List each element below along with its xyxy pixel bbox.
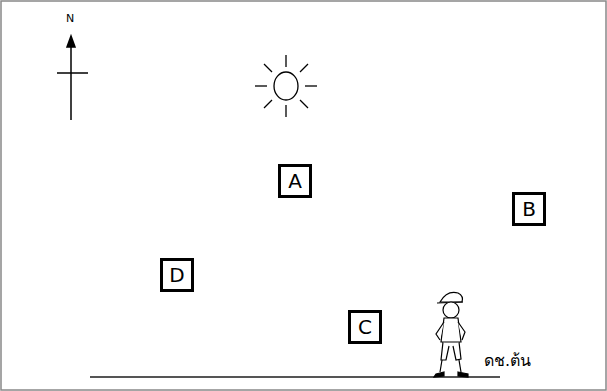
person-name: ดช.ต้น bbox=[484, 348, 531, 373]
boy-figure bbox=[434, 292, 468, 377]
letter-box: C bbox=[348, 310, 382, 344]
box-letter: B bbox=[522, 199, 536, 219]
letter-box: B bbox=[512, 192, 546, 226]
compass-symbol bbox=[57, 36, 88, 120]
sun-symbol bbox=[255, 55, 317, 117]
letter-box: D bbox=[160, 258, 194, 292]
box-letter: C bbox=[358, 317, 372, 337]
box-letter: D bbox=[169, 265, 184, 285]
box-letter: A bbox=[288, 171, 302, 191]
letter-box: A bbox=[278, 164, 312, 198]
compass-label: N bbox=[66, 12, 74, 25]
